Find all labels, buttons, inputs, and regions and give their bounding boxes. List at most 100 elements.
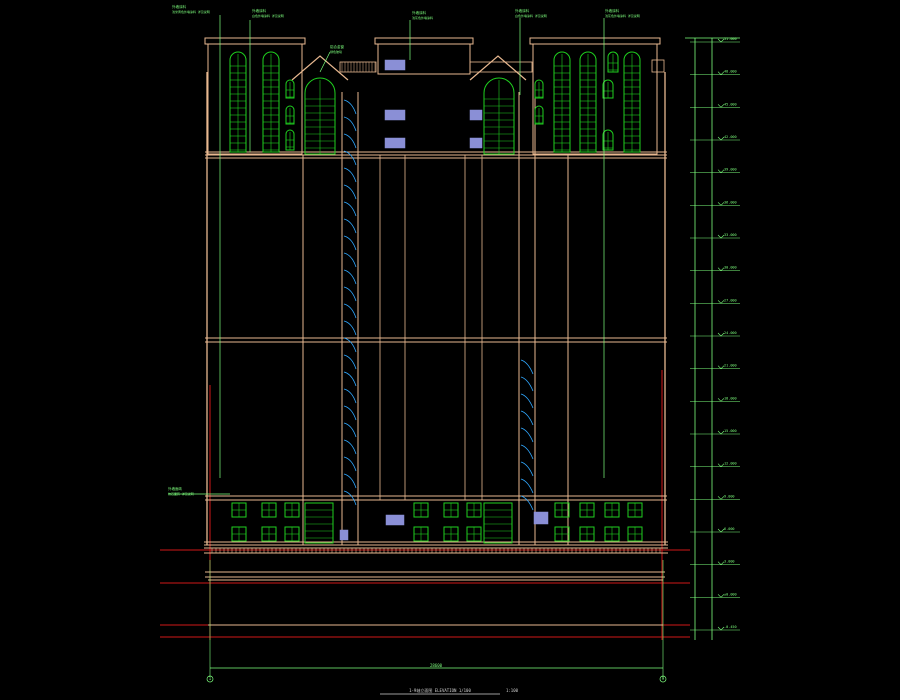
entrance-window xyxy=(483,502,513,544)
cornice xyxy=(529,37,661,45)
balcony-glass xyxy=(384,109,406,121)
arched-window xyxy=(534,79,544,99)
annotation-label: 铝合金窗 xyxy=(330,44,344,49)
arched-window xyxy=(483,77,515,155)
drawing-scale: 1:100 xyxy=(506,688,519,693)
annotation-label: 外墙涂料 xyxy=(515,8,529,13)
annotation-sublabel: 浅米黄色外墙涂料 详见说明 xyxy=(172,9,210,14)
level-marker xyxy=(717,594,725,598)
level-marker xyxy=(717,332,725,337)
stair-window xyxy=(343,303,357,319)
stair-window xyxy=(520,427,534,443)
tower-block xyxy=(207,43,303,155)
stair-window xyxy=(520,376,534,392)
level-marker xyxy=(717,104,725,108)
pediment xyxy=(469,55,527,81)
arched-window xyxy=(602,79,614,99)
arched-window xyxy=(229,51,247,153)
entrance-window xyxy=(304,502,334,544)
overall-width-dim: 28600 xyxy=(430,663,443,668)
level-marker xyxy=(717,496,725,500)
level-marker xyxy=(717,528,725,533)
stair-window xyxy=(343,116,357,132)
annotation-sublabel: 白色外墙涂料 详见说明 xyxy=(515,13,547,18)
annotation-sublabel: 浅灰色外墙涂料 xyxy=(412,15,433,20)
annotation-label: 外墙涂料 xyxy=(252,8,266,13)
level-label: 42.000 xyxy=(724,135,737,139)
arched-window xyxy=(262,51,280,153)
level-marker xyxy=(717,267,725,272)
level-label: 45.000 xyxy=(724,102,737,106)
drawing-title-block: 1-9轴立面图 ELEVATION 1/100 1:100 xyxy=(409,687,518,693)
annotation-sublabel: 浅灰色外墙涂料 详见说明 xyxy=(605,13,640,18)
balcony-glass xyxy=(339,529,349,541)
arched-window xyxy=(304,77,336,155)
stair-window xyxy=(343,201,357,217)
tower-block xyxy=(532,43,658,155)
stair-window xyxy=(520,359,534,375)
arched-window xyxy=(534,105,544,125)
stair-window xyxy=(343,337,357,353)
stair-window xyxy=(343,167,357,183)
level-marker xyxy=(717,398,725,402)
level-marker xyxy=(717,430,725,435)
level-label: 27.000 xyxy=(724,298,737,302)
annotation-label: 外墙涂料 xyxy=(412,10,426,15)
level-label: 30.000 xyxy=(724,266,737,270)
stair-window xyxy=(343,99,357,115)
stair-window xyxy=(343,439,357,455)
level-marker xyxy=(717,365,725,370)
windows xyxy=(229,51,643,544)
stair-window xyxy=(343,252,357,268)
stair-window xyxy=(343,269,357,285)
annotation-sublabel: 仿石面砖 详见说明 xyxy=(168,491,194,496)
stair-window xyxy=(343,235,357,251)
level-label: 48.000 xyxy=(724,70,737,74)
level-marker xyxy=(717,169,725,174)
balcony-glass xyxy=(384,137,406,149)
stair-window xyxy=(343,473,357,489)
balcony-glass xyxy=(385,514,405,526)
stair-window xyxy=(343,422,357,438)
level-marker xyxy=(717,561,725,566)
leader-line xyxy=(319,51,331,73)
arched-window xyxy=(553,51,571,153)
stair-window xyxy=(520,393,534,409)
stair-window xyxy=(343,371,357,387)
arched-window xyxy=(607,51,619,73)
annotation-sublabel: 白色外墙涂料 详见说明 xyxy=(252,13,284,18)
building-outline xyxy=(204,37,668,626)
stair-window xyxy=(343,184,357,200)
level-label: 3.000 xyxy=(724,560,735,564)
stair-window xyxy=(343,490,357,506)
stair-window xyxy=(520,444,534,460)
stair-window xyxy=(520,495,534,511)
annotations: 外墙涂料浅米黄色外墙涂料 详见说明外墙涂料白色外墙涂料 详见说明外墙涂料浅灰色外… xyxy=(168,4,640,496)
balcony-glass xyxy=(533,511,549,525)
arched-window xyxy=(285,105,295,125)
level-label: ±0.000 xyxy=(724,592,737,596)
level-label: 18.000 xyxy=(724,396,737,400)
level-label: 51.000 xyxy=(724,37,737,41)
arched-window xyxy=(602,129,614,151)
stair-window xyxy=(343,150,357,166)
level-label: 24.000 xyxy=(724,331,737,335)
level-label: 36.000 xyxy=(724,200,737,204)
axis-label-left: 1 xyxy=(209,676,212,681)
axis-label-right: 9 xyxy=(662,676,665,681)
level-marker xyxy=(717,626,725,631)
level-label: 21.000 xyxy=(724,364,737,368)
stair-window xyxy=(343,405,357,421)
level-label: 6.000 xyxy=(724,527,735,531)
axis-bubble xyxy=(206,675,214,683)
balcony-glass xyxy=(384,59,406,71)
annotation-label: 外墙面砖 xyxy=(168,486,182,491)
level-label: 15.000 xyxy=(724,429,737,433)
balustrade xyxy=(651,59,665,73)
level-marker xyxy=(717,234,725,239)
section-lines xyxy=(160,370,690,640)
stair-window xyxy=(343,320,357,336)
level-label: 12.000 xyxy=(724,462,737,466)
stair-window xyxy=(343,218,357,234)
